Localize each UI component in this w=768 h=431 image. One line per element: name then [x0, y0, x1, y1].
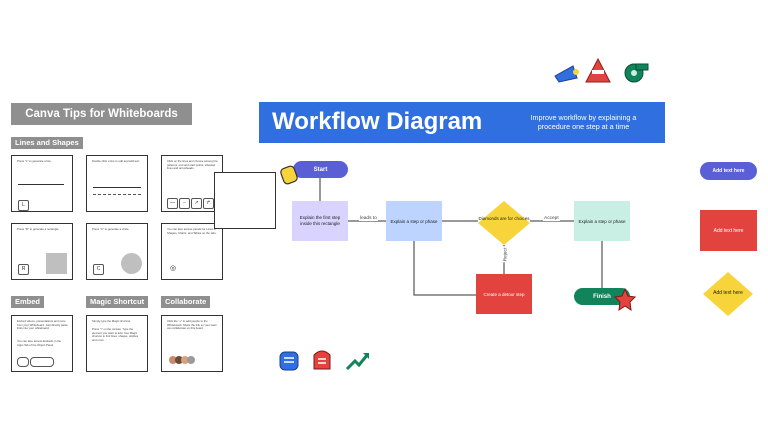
sample-rectangle — [46, 253, 67, 274]
add-text-diamond[interactable]: Add text here — [703, 272, 753, 316]
blank-card[interactable] — [214, 172, 276, 229]
finish-node[interactable]: Finish — [574, 288, 630, 305]
star-sticker-icon[interactable] — [614, 288, 636, 312]
add-text-pill[interactable]: Add text here — [700, 162, 757, 180]
add-person-icon — [187, 356, 195, 364]
page-title: Workflow Diagram — [272, 108, 483, 135]
tip-card-rectangle[interactable]: Press "R" to generate a rectangle. R — [11, 223, 73, 280]
diamond-shape — [478, 201, 530, 245]
tip-text: Press "R" to generate a rectangle. — [17, 227, 60, 231]
section-magic-shortcut: Magic Shortcut — [86, 296, 149, 308]
tip-card-magic[interactable]: Simply type the Magic shortcut. Press "/… — [86, 315, 148, 372]
sample-line — [93, 187, 141, 188]
tip-text: You can also access panels for Lines & S… — [167, 227, 217, 235]
tips-title: Canva Tips for Whiteboards — [11, 103, 192, 125]
tip-card-collaborate[interactable]: Click the "+" to add people to the White… — [161, 315, 223, 372]
tip-card-line-text[interactable]: Double click a line to edit and add text… — [86, 155, 148, 212]
page-subtitle: Improve workflow by explaining a procedu… — [530, 113, 637, 131]
tip-text-secondary: You can also access Embeds in the Apps T… — [17, 339, 62, 347]
tip-card-panels[interactable]: You can also access panels for Lines & S… — [161, 223, 223, 280]
start-node[interactable]: Start — [293, 161, 348, 178]
avatar — [169, 356, 177, 364]
hand-stamp-red-icon[interactable] — [310, 347, 334, 373]
diamond-shape — [703, 272, 753, 316]
line-style-icon: — — [167, 198, 178, 209]
section-collaborate: Collaborate — [161, 296, 211, 308]
tip-text: Press "C" to generate a circle. — [92, 227, 130, 231]
embed-button — [30, 357, 54, 367]
dash-style-icon: ┄ — [179, 198, 190, 209]
diamond-label: Add text here — [713, 290, 743, 296]
tip-card-circle[interactable]: Press "C" to generate a circle. C — [86, 223, 148, 280]
edge-label-reject: Reject — [503, 246, 509, 263]
tip-text: Click the "+" to add people to the White… — [167, 319, 217, 331]
key-c: C — [93, 264, 104, 275]
decision-diamond[interactable]: Diamonds are for choices — [478, 201, 530, 245]
tip-text: Embed videos, presentations and more fro… — [17, 319, 68, 331]
step-b-node[interactable]: Explain a step or phase — [574, 201, 630, 241]
hand-pointer-sticker-icon[interactable] — [278, 163, 302, 187]
tip-text: Simply type the Magic shortcut. — [92, 319, 131, 323]
key-l: L — [18, 200, 29, 211]
embed-icon — [17, 357, 29, 367]
hero-banner[interactable]: Workflow Diagram Improve workflow by exp… — [259, 102, 665, 143]
avatar — [181, 356, 189, 364]
section-lines-shapes: Lines and Shapes — [11, 137, 83, 149]
megaphone-sticker-icon[interactable] — [553, 62, 581, 84]
tip-text: Click on the lines and choose among line… — [167, 159, 218, 171]
avatar — [175, 356, 183, 364]
tip-text: Double click a line to edit and add text… — [92, 159, 140, 163]
elbow-style-icon: ↱ — [203, 198, 214, 209]
first-step-node[interactable]: Explain the first step inside this recta… — [292, 201, 348, 241]
tip-text: Press "L" to generate a line. — [17, 159, 52, 163]
connector-detour-stepa — [413, 241, 476, 296]
detour-node[interactable]: Create a detour step — [476, 274, 532, 314]
sample-circle — [121, 253, 142, 274]
tip-card-line[interactable]: Press "L" to generate a line. L — [11, 155, 73, 212]
shapes-panel-icon: ◎ — [170, 265, 177, 272]
arrow-style-icon: ↗ — [191, 198, 202, 209]
canva-team-badge-icon[interactable] — [585, 58, 611, 84]
edge-label-leads: leads to — [359, 216, 378, 221]
add-text-red-box[interactable]: Add text here — [700, 210, 757, 251]
key-r: R — [18, 264, 29, 275]
diamond-label: Diamonds are for choices — [478, 216, 530, 221]
sample-line — [18, 184, 64, 185]
sample-dashed-line — [93, 194, 141, 195]
whistle-sticker-icon[interactable] — [622, 60, 650, 84]
edge-label-accept: Accept — [543, 216, 560, 221]
trend-arrow-sticker-icon[interactable] — [345, 349, 371, 373]
section-embed: Embed — [11, 296, 45, 308]
tip-card-line-styles[interactable]: Click on the lines and choose among line… — [161, 155, 223, 212]
step-a-node[interactable]: Explain a step or phase — [386, 201, 442, 241]
tip-card-embed[interactable]: Embed videos, presentations and more fro… — [11, 315, 73, 372]
hand-stamp-blue-icon[interactable] — [277, 349, 301, 373]
tip-text-secondary: Press "/" on the canvas. Type the elemen… — [92, 327, 139, 342]
